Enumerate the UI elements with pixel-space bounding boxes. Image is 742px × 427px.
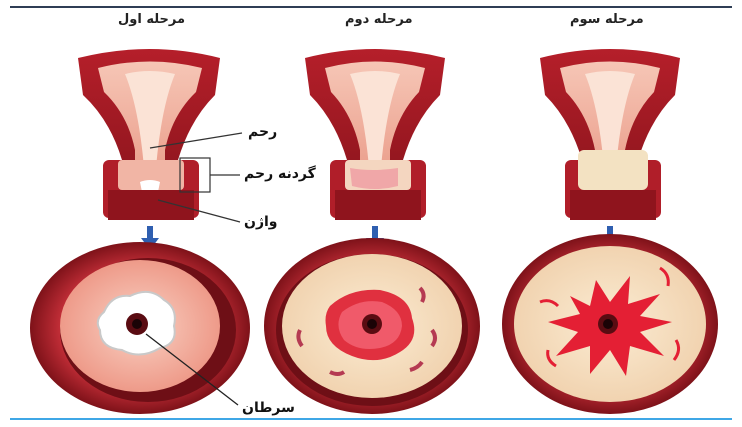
stage-2-cross-section (264, 238, 480, 414)
cancer-label: سرطان (242, 400, 295, 416)
stage-3-uterus (540, 49, 680, 220)
uterus-label: رحم (248, 124, 277, 140)
stage-2-uterus (305, 49, 445, 220)
stage-3-cross-section (502, 234, 718, 414)
stage-1-uterus (78, 49, 220, 220)
vagina-label: واژن (244, 214, 278, 230)
cervix-label: گردنه رحم (244, 166, 316, 182)
